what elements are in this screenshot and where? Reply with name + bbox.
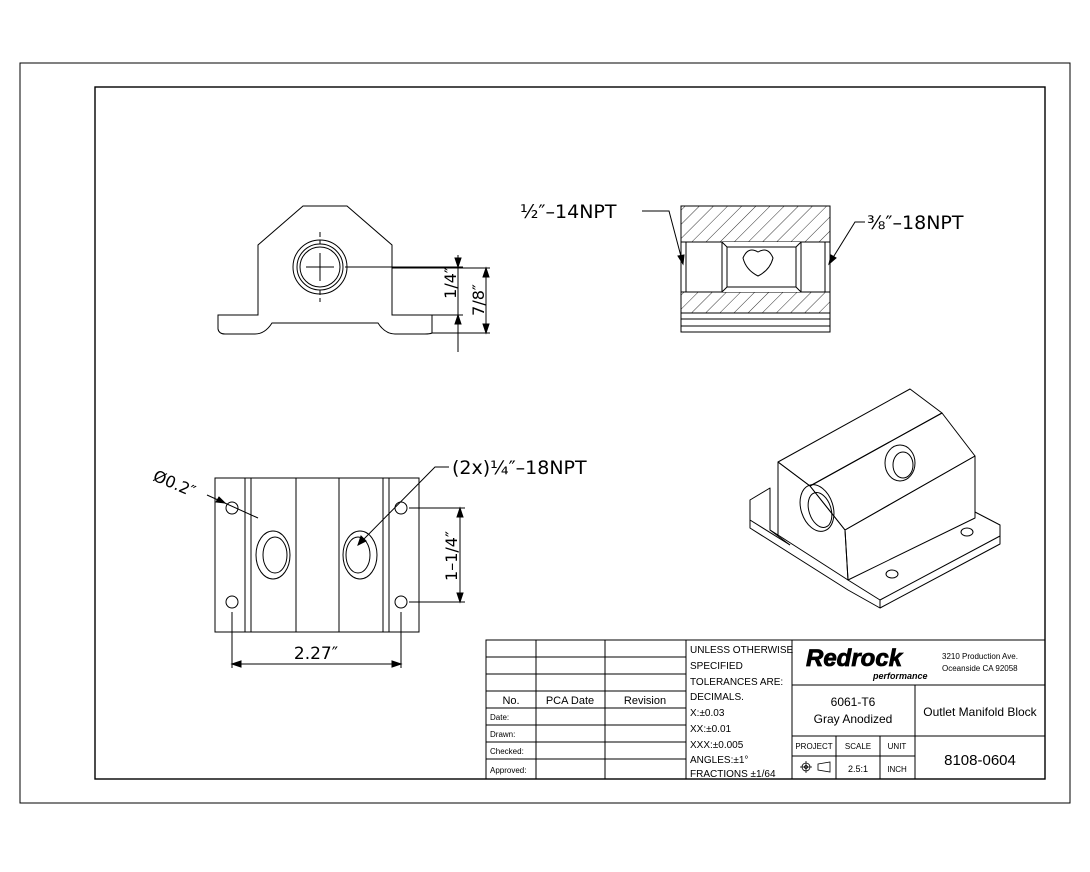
dim-hole-dia: Ø0.2″	[150, 466, 198, 501]
callout-half-npt: ½″–14NPT	[520, 201, 617, 223]
scale-value: 2.5:1	[848, 764, 868, 774]
top-port-right-inner	[345, 536, 371, 574]
mount-hole-br	[394, 595, 408, 609]
tolerance-notes: UNLESS OTHERWISE SPECIFIED TOLERANCES AR…	[690, 645, 793, 780]
outer-border	[19, 62, 1071, 804]
top-view	[206, 466, 465, 668]
company-logo-sub: performance	[872, 671, 928, 681]
top-view-outline	[214, 477, 420, 633]
company-address-1: 3210 Production Ave.	[942, 652, 1018, 661]
tolerance-line: ANGLES:±1°	[690, 755, 748, 766]
company-logo: Redrock	[806, 645, 904, 672]
signoff-checked: Checked:	[490, 747, 524, 756]
section-view	[642, 205, 865, 333]
part-number: 8108-0604	[944, 752, 1016, 769]
tolerance-line: X:±0.03	[690, 708, 725, 719]
iso-mount-hole-2	[885, 569, 899, 579]
mount-hole-bl	[225, 595, 239, 609]
front-view-outline	[217, 205, 433, 335]
tolerance-line: XX:±0.01	[690, 724, 732, 735]
tolerance-line: SPECIFIED	[690, 661, 743, 672]
top-port-left-outer	[255, 530, 291, 580]
section-hatch-top	[680, 205, 831, 243]
title-block	[485, 639, 1046, 780]
iso-front-port-outer	[799, 484, 835, 532]
isometric-view	[749, 388, 1001, 609]
iso-mount-hole-1	[960, 527, 974, 537]
iso-front-port-inner	[807, 492, 833, 528]
tolerance-line: DECIMALS.	[690, 692, 744, 703]
section-hatch-bottom	[680, 291, 831, 314]
front-port-inner	[299, 246, 341, 288]
dim-seven-eighths: 7/8″	[469, 284, 488, 316]
mount-hole-tr	[394, 501, 408, 515]
leader-quarter-npt	[357, 466, 449, 546]
material: 6061-T6	[831, 695, 876, 709]
dim-one-quarter: 1–1/4″	[442, 531, 461, 581]
signoff-date: Date:	[490, 713, 509, 722]
label-project: PROJECT	[795, 742, 832, 751]
top-port-right-outer	[342, 530, 378, 580]
signoff-drawn: Drawn:	[490, 730, 515, 739]
leader-half-npt	[642, 210, 684, 265]
iso-side-port-outer	[884, 444, 916, 482]
label-scale: SCALE	[845, 742, 871, 751]
tolerance-line: FRACTIONS ±1/64	[690, 769, 776, 780]
callout-three-eighths-npt: ⅜″–18NPT	[867, 212, 964, 234]
company-address-2: Oceanside CA 92058	[942, 664, 1018, 673]
callout-quarter-npt: (2x)¼″–18NPT	[452, 457, 587, 479]
label-unit: UNIT	[888, 742, 907, 751]
leader-hole-dia	[206, 494, 259, 519]
section-cross-port	[742, 249, 774, 277]
leader-three-eighths-npt	[828, 221, 865, 265]
tolerance-line: XXX:±0.005	[690, 740, 744, 751]
part-name: Outlet Manifold Block	[923, 705, 1037, 719]
rev-header-no: No.	[502, 695, 519, 707]
mount-hole-tl	[225, 501, 239, 515]
unit-value: INCH	[887, 765, 907, 774]
dim-width: 2.27″	[294, 644, 338, 664]
projection-symbol-icon	[800, 761, 831, 773]
front-view	[217, 205, 490, 352]
finish: Gray Anodized	[814, 712, 893, 726]
tolerance-line: UNLESS OTHERWISE	[690, 645, 793, 656]
dim-quarter: 1/4″	[441, 267, 460, 299]
signoff-approved: Approved:	[490, 766, 526, 775]
tolerance-line: TOLERANCES ARE:	[690, 677, 783, 688]
top-port-left-inner	[262, 536, 288, 574]
rev-header-pca-date: PCA Date	[546, 695, 594, 707]
iso-side-port-inner	[892, 451, 914, 479]
rev-header-revision: Revision	[624, 695, 666, 707]
